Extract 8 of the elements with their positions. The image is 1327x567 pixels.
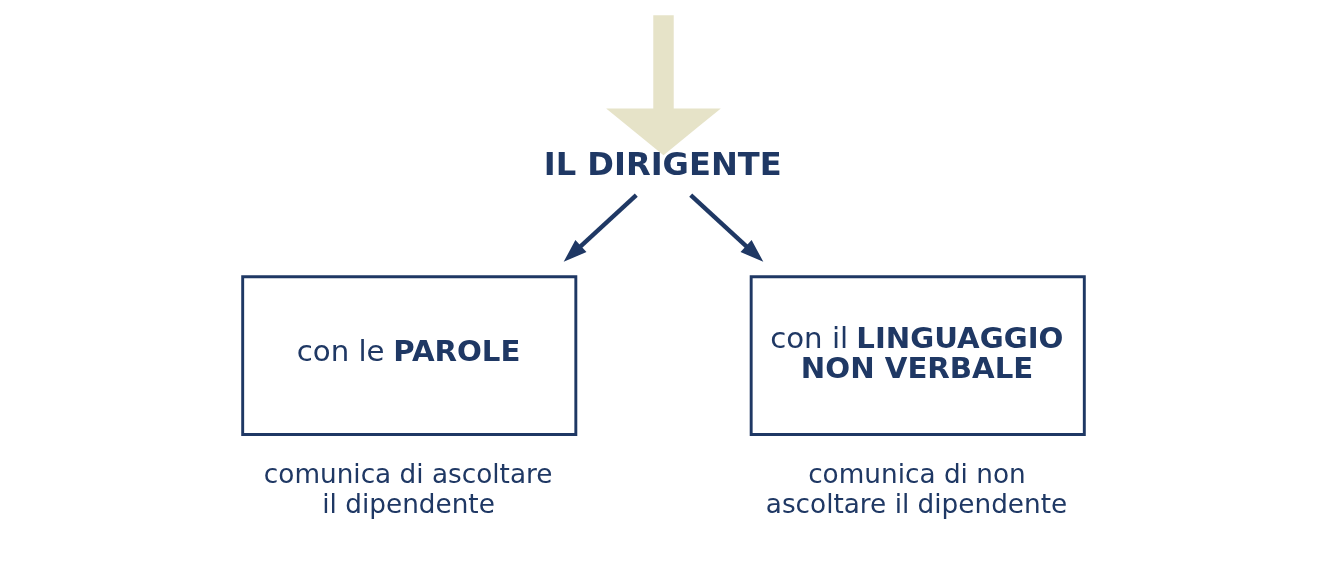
arrow [563, 193, 638, 262]
arrow [689, 193, 764, 262]
node-label: comunica di ascoltare il dipendente [263, 459, 553, 519]
node-text: IL DIRIGENTE [543, 145, 782, 184]
arrow [606, 15, 721, 156]
node-box: con le PAROLE [241, 275, 578, 436]
node-box: con il LINGUAGGIO NON VERBALE [749, 275, 1086, 436]
node-label: comunica di non ascoltare il dipendente [765, 459, 1068, 519]
